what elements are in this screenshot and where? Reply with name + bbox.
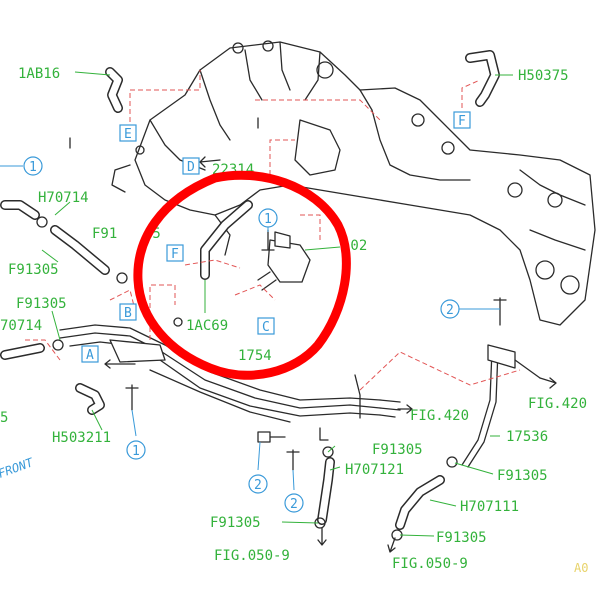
- svg-text:2: 2: [446, 303, 454, 318]
- label-5-left: 5: [0, 410, 8, 426]
- ref-box-b: B: [119, 303, 137, 321]
- svg-text:B: B: [124, 306, 132, 321]
- label-f91305-b: F91305: [16, 296, 67, 312]
- ref-circle-2-right: 2: [440, 299, 460, 319]
- svg-text:F: F: [171, 247, 179, 262]
- label-1ab16: 1AB16: [18, 66, 60, 82]
- ref-box-f-mid: F: [166, 244, 184, 262]
- label-h707111: H707111: [460, 499, 519, 515]
- svg-text:2: 2: [290, 497, 298, 512]
- hose-1ab16: [105, 67, 123, 113]
- label-f91305-a: F91305: [8, 262, 59, 278]
- label-fig420-b: FIG.420: [528, 396, 587, 412]
- ref-circle-2-lower-a: 2: [248, 474, 268, 494]
- highlight-circle: [133, 170, 351, 380]
- pipe-bundle: [59, 324, 401, 423]
- ref-circle-1-left: 1: [23, 156, 43, 176]
- svg-text:E: E: [124, 127, 132, 142]
- reference-boxes: E F D F B A C: [81, 111, 471, 363]
- label-1ac69: 1AC69: [186, 318, 228, 334]
- svg-text:C: C: [262, 320, 270, 335]
- label-fig050-b: FIG.050-9: [392, 556, 468, 572]
- hose-h503211: [75, 383, 105, 415]
- ref-circle-2-lower-b: 2: [284, 493, 304, 513]
- label-f91305-f: F91305: [436, 530, 487, 546]
- svg-text:1: 1: [264, 212, 272, 227]
- hose-clamps: [36, 216, 458, 541]
- hose-1ac69: [200, 200, 253, 280]
- label-fig420-a: FIG.420: [410, 408, 469, 424]
- label-1754: 1754: [238, 348, 272, 364]
- ref-box-f-top: F: [453, 111, 471, 129]
- label-f91305-e: F91305: [210, 515, 261, 531]
- label-f91305-partial: F91: [92, 226, 117, 242]
- label-h70714-left: 70714: [0, 318, 42, 334]
- label-h50375: H50375: [518, 68, 569, 84]
- hose-h707111: [395, 475, 445, 530]
- pipe-17536: [461, 344, 541, 468]
- label-fig050-a: FIG.050-9: [214, 548, 290, 564]
- solenoid-valve: [257, 231, 311, 291]
- ref-circle-1-bottom: 1: [126, 440, 146, 460]
- ref-box-d: D: [182, 157, 200, 175]
- label-front: FRONT: [0, 455, 36, 481]
- label-f91305-c: F91305: [372, 442, 423, 458]
- svg-text:1: 1: [132, 444, 140, 459]
- svg-text:1: 1: [29, 160, 37, 175]
- ref-box-a: A: [81, 345, 99, 363]
- svg-text:D: D: [187, 160, 195, 175]
- hose-h50375: [465, 50, 500, 107]
- ref-circle-1-valve: 1: [258, 208, 278, 228]
- hose-h70714-top: [0, 200, 110, 275]
- ref-box-c: C: [257, 317, 275, 335]
- svg-text:A: A: [86, 348, 94, 363]
- intake-manifold: [111, 40, 596, 326]
- reference-circles: 1 1 1 2 2 2: [23, 156, 460, 513]
- svg-text:2: 2: [254, 478, 262, 493]
- label-f91305-d: F91305: [497, 468, 548, 484]
- label-h70714-top: H70714: [38, 190, 89, 206]
- hose-h707121: [317, 457, 335, 525]
- leader-lines: [0, 71, 513, 537]
- arrows: [104, 156, 557, 553]
- dashed-leaders: [25, 70, 521, 391]
- hose-h70714-left: [0, 343, 45, 360]
- label-17536: 17536: [506, 429, 548, 445]
- svg-text:F: F: [458, 114, 466, 129]
- ref-box-e: E: [119, 124, 137, 142]
- label-h707121: H707121: [345, 462, 404, 478]
- bolts: [69, 117, 507, 471]
- label-corner-code: A0: [574, 561, 588, 575]
- label-h503211: H503211: [52, 430, 111, 446]
